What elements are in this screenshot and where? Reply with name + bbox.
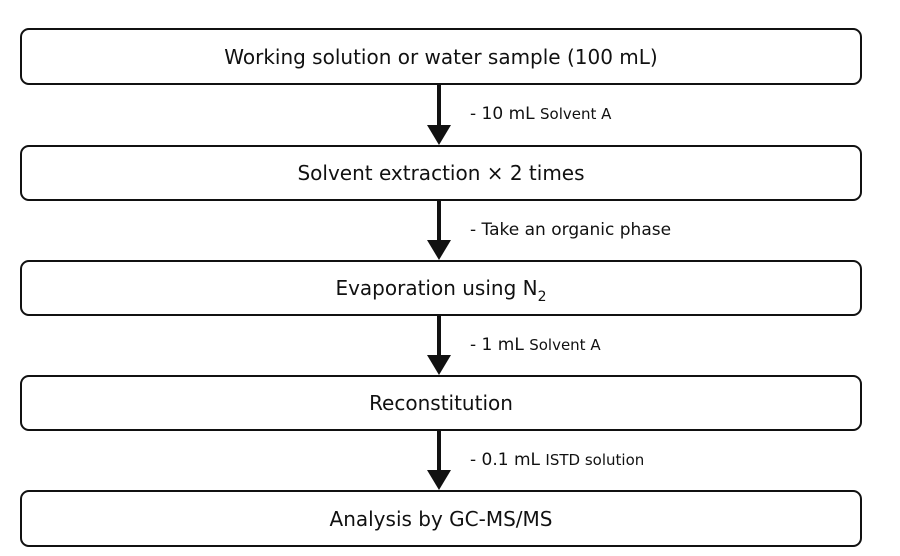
arrow-shaft	[437, 201, 441, 242]
note-istd-addition: - 0.1 mL ISTD solution	[470, 450, 644, 470]
arrow-shaft	[437, 431, 441, 472]
flow-arrow-4	[427, 431, 451, 490]
arrow-head-icon	[427, 240, 451, 260]
step-label: Analysis by GC-MS/MS	[329, 506, 553, 531]
step-solvent-extraction: Solvent extraction × 2 times	[20, 145, 862, 201]
note-main: - Take an organic phase	[470, 220, 672, 240]
step-label-subscript: 2	[537, 289, 547, 305]
arrow-head-icon	[427, 355, 451, 375]
note-reagent: Solvent A	[540, 105, 612, 123]
flow-arrow-3	[427, 316, 451, 375]
step-working-solution: Working solution or water sample (100 mL…	[20, 28, 862, 85]
arrow-head-icon	[427, 470, 451, 490]
flow-arrow-2	[427, 201, 451, 260]
note-main: - 1 mL	[470, 335, 524, 355]
flow-arrow-1	[427, 85, 451, 145]
arrow-shaft	[437, 316, 441, 357]
step-evaporation: Evaporation using N2	[20, 260, 862, 316]
step-label: Evaporation using N2	[335, 276, 546, 305]
note-solvent-addition: - 1 mL Solvent A	[470, 335, 601, 355]
arrow-shaft	[437, 85, 441, 127]
step-label: Working solution or water sample (100 mL…	[224, 44, 658, 69]
step-reconstitution: Reconstitution	[20, 375, 862, 431]
step-label-text: Evaporation using N	[335, 276, 538, 300]
step-label: Reconstitution	[369, 391, 513, 415]
note-solvent-addition: - 10 mL Solvent A	[470, 104, 611, 124]
note-reagent: Solvent A	[529, 336, 601, 354]
note-main: - 10 mL	[470, 104, 535, 124]
step-label: Solvent extraction × 2 times	[297, 161, 585, 185]
step-analysis: Analysis by GC-MS/MS	[20, 490, 862, 547]
note-reagent: ISTD solution	[545, 451, 645, 469]
arrow-head-icon	[427, 125, 451, 145]
note-organic-phase: - Take an organic phase	[470, 220, 671, 240]
note-main: - 0.1 mL	[470, 450, 541, 470]
